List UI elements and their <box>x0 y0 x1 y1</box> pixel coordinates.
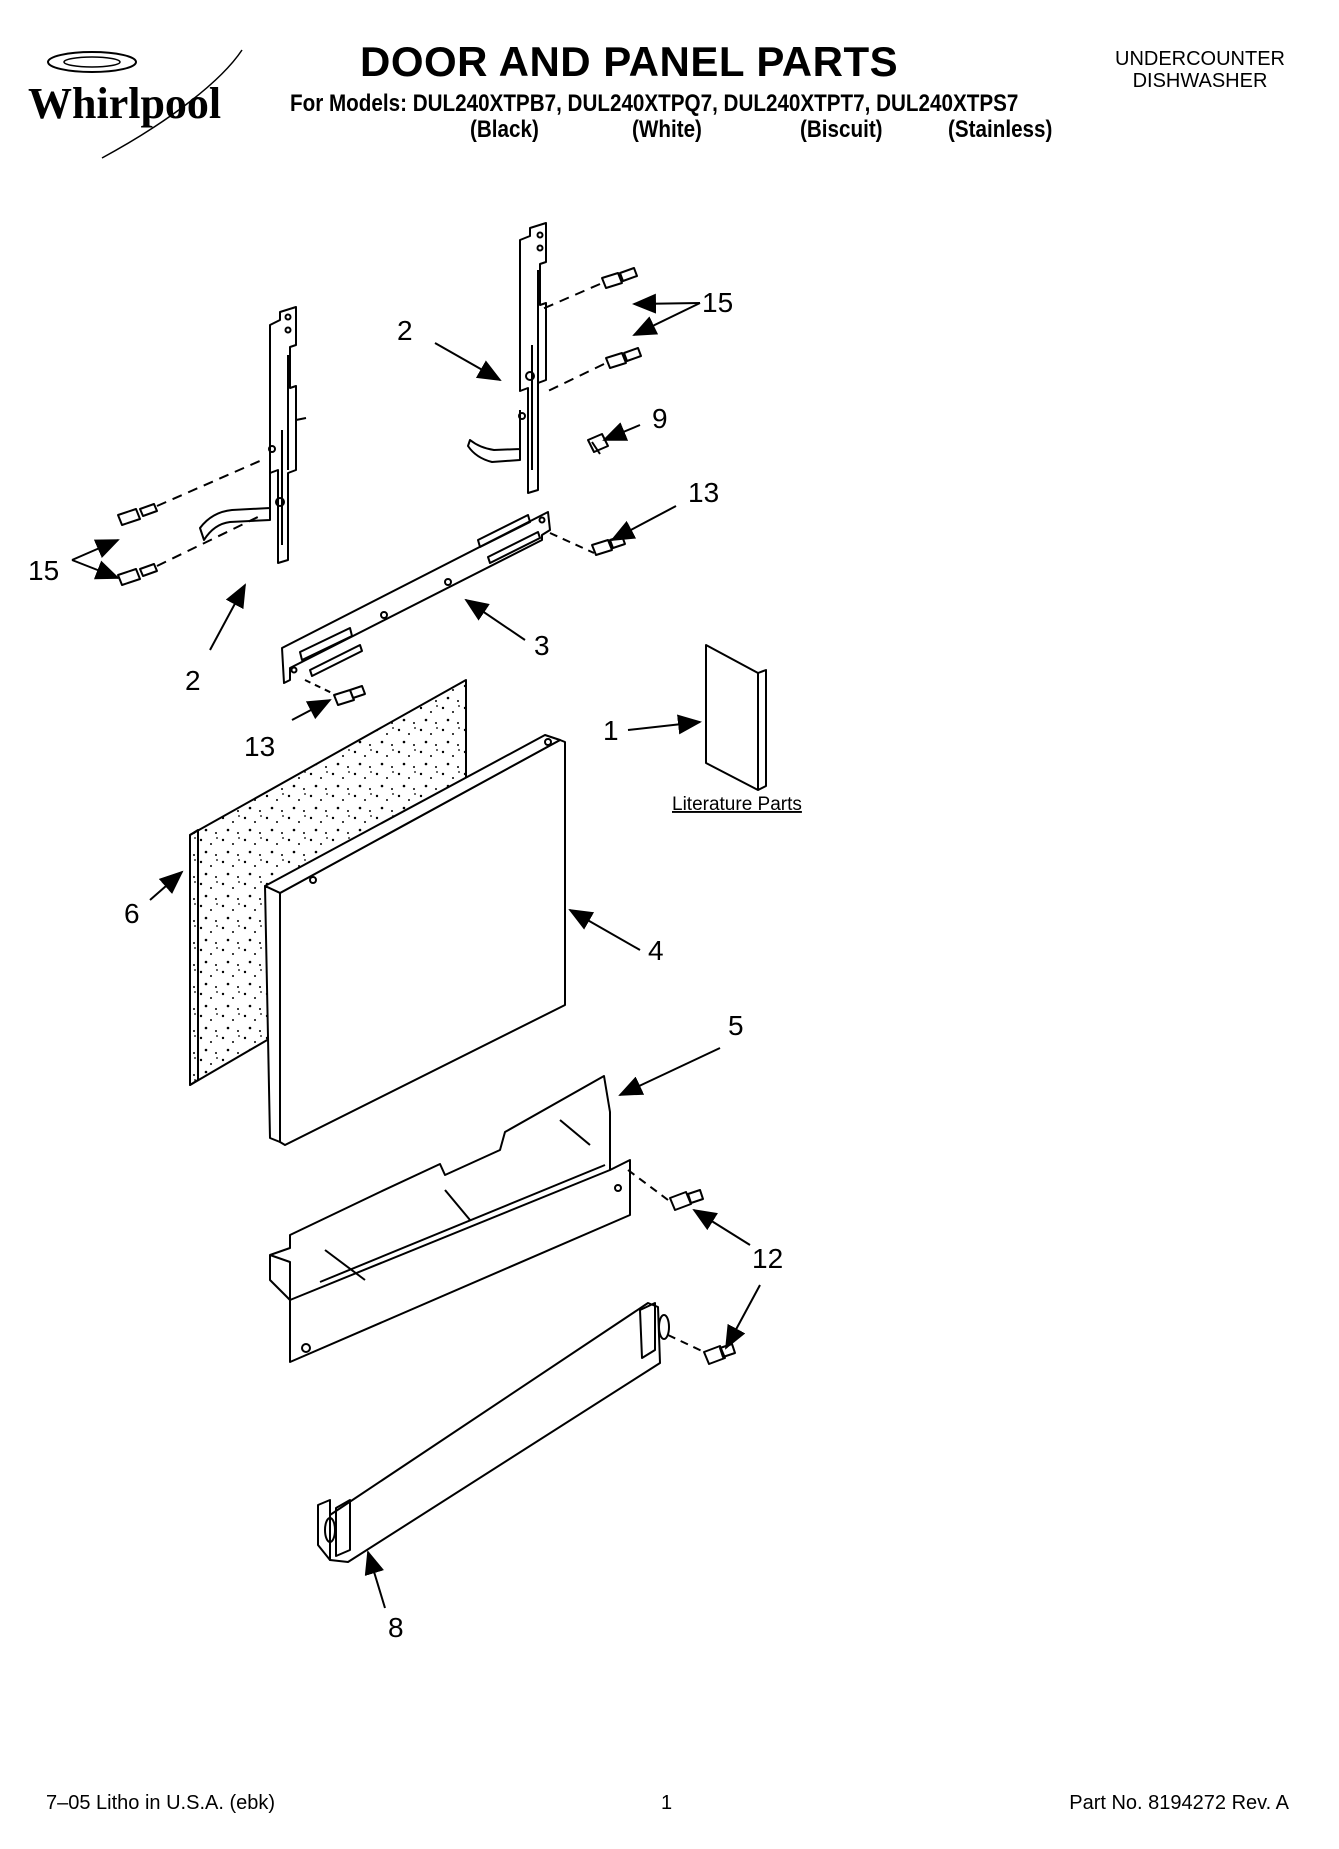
screws-15-left <box>117 459 263 586</box>
product-type-line1: UNDERCOUNTER <box>1115 48 1285 70</box>
panel-channel-3 <box>281 511 595 684</box>
toe-panel-bracket-5 <box>269 1075 669 1363</box>
brand-logo-text: Whirlpool <box>28 79 222 128</box>
toe-kick-panel-8 <box>317 1302 705 1563</box>
callout-1: 1 <box>603 715 619 746</box>
whirlpool-logo <box>47 49 243 159</box>
screw-12-bottom <box>703 1343 736 1365</box>
hinge-bracket-left <box>199 306 307 564</box>
callout-13-top: 13 <box>688 477 719 508</box>
callout-13-left: 13 <box>244 731 275 762</box>
callout-15-top: 15 <box>702 287 733 318</box>
callout-15-left: 15 <box>28 555 59 586</box>
callout-4: 4 <box>648 935 664 966</box>
callout-2-top: 2 <box>397 315 413 346</box>
callout-8: 8 <box>388 1612 404 1643</box>
literature-booklet <box>705 644 767 791</box>
literature-parts-label: Literature Parts <box>672 794 802 815</box>
door-panel-4 <box>264 734 566 1146</box>
screw-12-top <box>669 1189 704 1211</box>
page-title: DOOR AND PANEL PARTS <box>360 38 899 85</box>
product-type: UNDERCOUNTER DISHWASHER <box>1100 48 1300 92</box>
color-label-stainless: (Stainless) <box>948 116 1053 143</box>
color-label-biscuit: (Biscuit) <box>800 116 883 143</box>
screw-13-top <box>591 535 626 556</box>
callout-3: 3 <box>534 630 550 661</box>
product-type-line2: DISHWASHER <box>1132 70 1268 92</box>
clip-9 <box>587 433 609 455</box>
models-line: For Models: DUL240XTPB7, DUL240XTPQ7, DU… <box>290 90 1019 117</box>
callout-6: 6 <box>124 898 140 929</box>
screw-13-left <box>333 685 366 706</box>
footer-litho: 7–05 Litho in U.S.A. (ebk) <box>46 1792 276 1814</box>
color-label-black: (Black) <box>470 116 539 143</box>
page-number: 1 <box>661 1792 673 1814</box>
callout-5: 5 <box>728 1010 744 1041</box>
callout-2-left: 2 <box>185 665 201 696</box>
callout-numbers: 15 2 9 13 15 2 3 1 13 6 4 5 12 8 Literat… <box>28 287 802 1643</box>
callout-9: 9 <box>652 403 668 434</box>
screws-15-right <box>539 267 642 393</box>
callout-12: 12 <box>752 1243 783 1274</box>
part-number: Part No. 8194272 Rev. A <box>1069 1792 1289 1814</box>
hinge-bracket-right <box>467 222 547 494</box>
color-label-white: (White) <box>632 116 702 143</box>
